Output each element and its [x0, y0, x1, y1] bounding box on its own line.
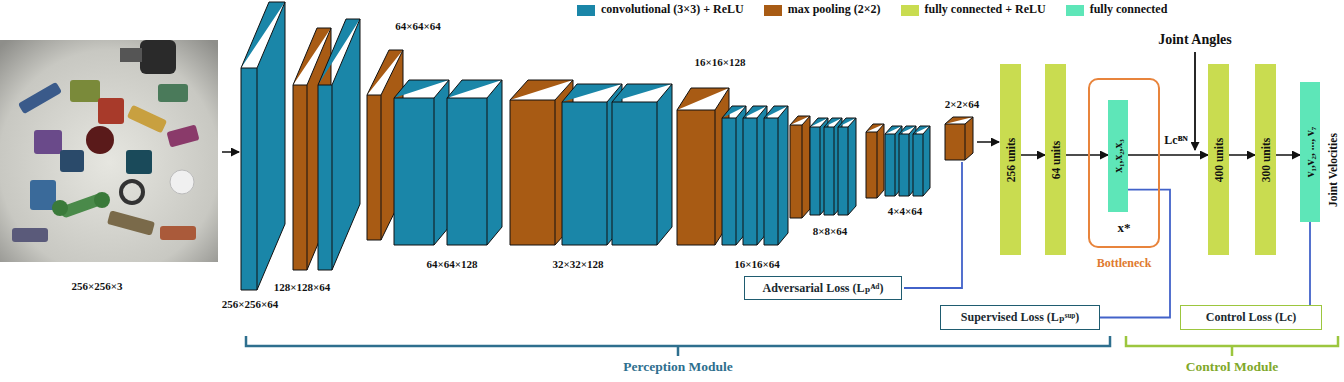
dimension-label: 16×16×128 [694, 56, 745, 68]
module-label: Perception Module [623, 360, 733, 375]
fc-layer: x₁,x₂,x₃ [1108, 100, 1128, 212]
dimension-label: 4×4×64 [888, 205, 923, 217]
node-label: 64 units [1050, 140, 1062, 179]
legend-text: max pooling (2×2) [788, 3, 881, 16]
connector [1066, 154, 1108, 156]
dimension-label: 128×128×64 [274, 281, 331, 293]
node-label: Control Loss (Lc) [1206, 310, 1296, 325]
node-label: 400 units [1213, 137, 1225, 181]
bottleneck-title: Bottleneck [1097, 256, 1152, 271]
legend-swatch [577, 5, 595, 16]
edge-label: Lcᴮᴺ [1162, 134, 1189, 147]
fc-relu-layer: 400 units [1208, 64, 1229, 255]
node-label: v₁,v₂, ..., v₇ [1304, 127, 1316, 178]
fc-relu-layer: 64 units [1045, 64, 1066, 255]
feature-arrow [977, 141, 999, 143]
dimension-label: 64×64×64 [395, 20, 441, 32]
node-label: 300 units [1260, 137, 1272, 181]
input-label: Joint Angles [1158, 32, 1232, 47]
output-label: Joint Velocities [1327, 133, 1340, 207]
connector [1021, 154, 1045, 156]
bottleneck-symbol: x* [1118, 220, 1131, 236]
legend-swatch [1066, 5, 1084, 16]
fc-relu-layer: 300 units [1255, 64, 1276, 255]
dimension-label: 256×256×3 [71, 280, 122, 292]
dimension-label: 32×32×128 [552, 258, 603, 270]
control-bracket [1126, 336, 1338, 356]
dimension-label: 2×2×64 [945, 98, 980, 110]
node-label: Adversarial Loss (Lₚᴬᵈ) [762, 281, 883, 296]
input-arrow [222, 151, 239, 153]
module-label: Control Module [1186, 360, 1278, 375]
dimension-label: 256×256×64 [222, 298, 279, 310]
adversarial-link [904, 162, 962, 288]
fc-layer: v₁,v₂, ..., v₇ [1300, 82, 1320, 222]
joint-angles-arrow [1194, 52, 1196, 150]
dimension-label: 16×16×64 [734, 258, 780, 270]
legend-swatch [901, 5, 919, 16]
legend-text: convolutional (3×3) + ReLU [601, 3, 744, 16]
loss-box: Adversarial Loss (Lₚᴬᵈ) [744, 276, 902, 300]
connector [1309, 222, 1311, 305]
loss-box: Supervised Loss (Lₚˢᵘᵖ) [940, 305, 1100, 330]
bottleneck-box: x*Bottleneckx₁,x₂,x₃ [1088, 78, 1160, 248]
node-label: 256 units [1005, 137, 1017, 181]
legend-text: fully connected [1090, 3, 1168, 16]
loss-box: Control Loss (Lc) [1180, 305, 1322, 330]
dimension-label: 8×8×64 [813, 225, 848, 237]
layer-blocks [241, 2, 973, 290]
fc-relu-layer: 256 units [1000, 64, 1021, 255]
legend-swatch [764, 5, 782, 16]
node-label: x₁,x₂,x₃ [1112, 139, 1124, 172]
perception-bracket [246, 336, 1110, 356]
input-photo [0, 40, 218, 262]
node-label: Supervised Loss (Lₚˢᵘᵖ) [961, 310, 1079, 325]
legend-text: fully connected + ReLU [925, 3, 1046, 16]
connector [1229, 154, 1255, 156]
connector [1276, 154, 1300, 156]
dimension-label: 64×64×128 [426, 258, 477, 270]
connector [1128, 154, 1208, 156]
